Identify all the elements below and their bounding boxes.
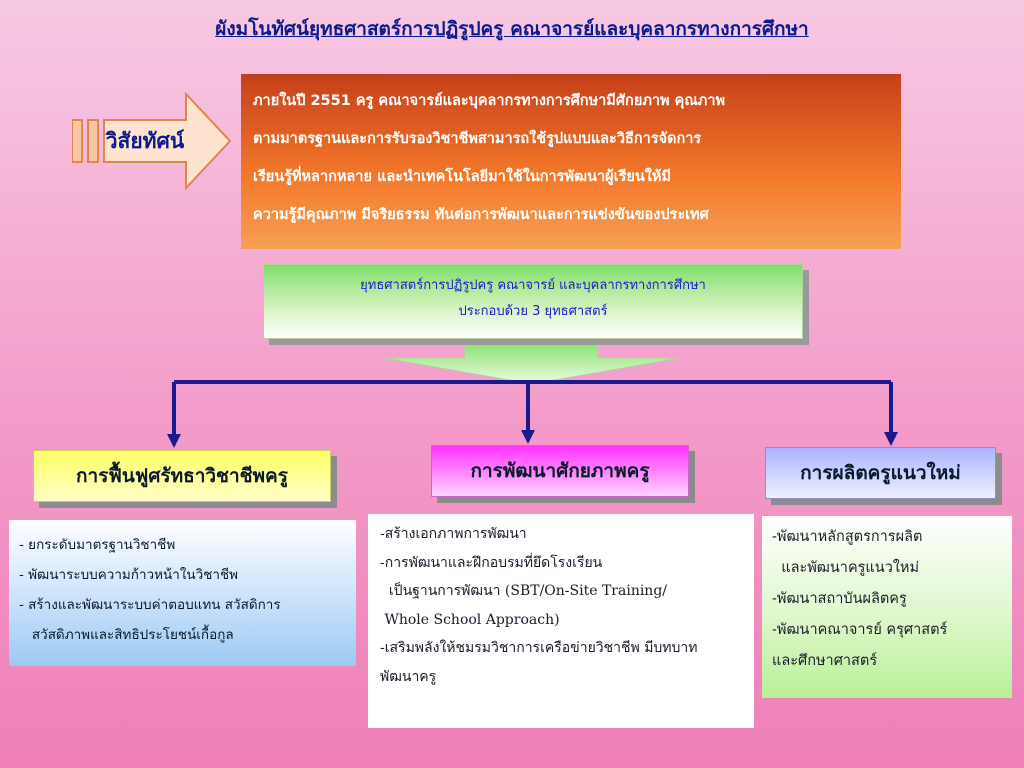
list-item: เป็นฐานการพัฒนา (SBT/On-Site Training/ <box>380 583 668 599</box>
detail-box-develop-potential: -สร้างเอกภาพการพัฒนา -การพัฒนาและฝึกอบรม… <box>368 514 754 728</box>
vision-label: วิสัยทัศน์ <box>105 127 185 153</box>
list-item: -เสริมพลังให้ชมรมวิชาการเครือข่ายวิชาชีพ… <box>380 640 698 656</box>
list-item: พัฒนาครู <box>380 668 437 685</box>
list-item: -สร้างเอกภาพการพัฒนา <box>380 526 527 542</box>
header-new-teacher-production: การผลิตครูแนวใหม่ <box>765 447 996 499</box>
vision-line: ภายในปี 2551 ครู คณาจารย์และบุคลากรทางกา… <box>253 93 726 109</box>
vision-line: ตามมาตรฐานและการรับรองวิชาชีพสามารถใช้รู… <box>253 131 702 147</box>
list-item: และพัฒนาครูแนวใหม่ <box>772 560 920 576</box>
vision-line: ความรู้มีคุณภาพ มีจริยธรรม ทันต่อการพัฒน… <box>253 207 709 223</box>
list-item: และศึกษาศาสตร์ <box>772 653 878 669</box>
funnel-arrow-shape <box>383 338 681 385</box>
page-title: ผังมโนทัศน์ยุทธศาสตร์การปฏิรูปครู คณาจาร… <box>215 18 809 40</box>
list-item: - สร้างและพัฒนาระบบค่าตอบแทน สวัสดิการ <box>19 597 281 613</box>
list-item: Whole School Approach) <box>380 611 560 628</box>
list-item: -พัฒนาคณาจารย์ ครุศาสตร์ <box>772 622 948 638</box>
vision-arrow-shape <box>72 92 232 190</box>
list-item: -การพัฒนาและฝึกอบรมที่ยึดโรงเรียน <box>380 554 603 571</box>
list-item: สวัสดิภาพและสิทธิประโยชน์เกื้อกูล <box>19 627 234 643</box>
detail-box-restore-faith: - ยกระดับมาตรฐานวิชาชีพ - พัฒนาระบบความก… <box>9 520 356 666</box>
list-item: -พัฒนาสถาบันผลิตครู <box>772 591 907 607</box>
vision-line: เรียนรู้ที่หลากหลาย และนำเทคโนโลยีมาใช้ใ… <box>253 169 672 185</box>
list-item: - ยกระดับมาตรฐานวิชาชีพ <box>19 537 176 553</box>
vision-box: ภายในปี 2551 ครู คณาจารย์และบุคลากรทางกา… <box>241 74 901 249</box>
list-item: -พัฒนาหลักสูตรการผลิต <box>772 529 923 545</box>
detail-box-new-teacher-production: -พัฒนาหลักสูตรการผลิต และพัฒนาครูแนวใหม่… <box>762 516 1012 698</box>
header-restore-faith: การฟื้นฟูศรัทธาวิชาชีพครู <box>33 450 331 502</box>
strategy-line: ยุทธศาสตร์การปฏิรูปครู คณาจารย์ และบุคลา… <box>360 278 706 293</box>
header-develop-potential: การพัฒนาศักยภาพครู <box>431 445 689 497</box>
list-item: - พัฒนาระบบความก้าวหน้าในวิชาชีพ <box>19 567 239 583</box>
strategy-box: ยุทธศาสตร์การปฏิรูปครู คณาจารย์ และบุคลา… <box>263 264 803 339</box>
strategy-line: ประกอบด้วย 3 ยุทธศาสตร์ <box>458 304 608 319</box>
